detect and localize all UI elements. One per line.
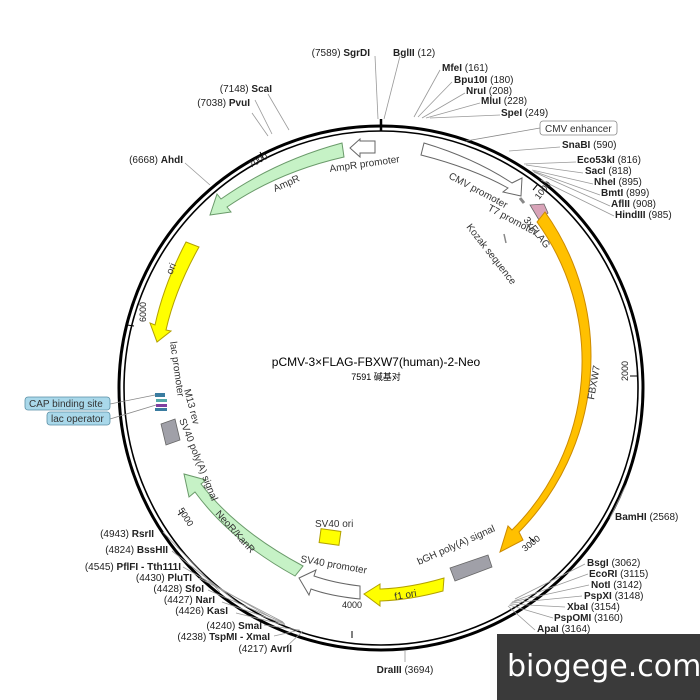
sv40-polya-box [160, 418, 181, 446]
svg-text:(4824) BssHII: (4824) BssHII [105, 545, 168, 556]
svg-text:PspOMI (3160): PspOMI (3160) [554, 613, 623, 624]
cap-callout-box [24, 396, 111, 411]
sv40-promoter-arrow [298, 569, 361, 600]
svg-text:XbaI (3154): XbaI (3154) [567, 602, 620, 613]
fbxw7-cds-arrow [499, 211, 592, 553]
lac-op-callout-line [109, 404, 157, 420]
neor-arrow [183, 473, 304, 577]
svg-text:(6668) AhdI: (6668) AhdI [129, 155, 183, 166]
svg-text:HindIII (985): HindIII (985) [615, 210, 672, 221]
svg-text:(4943) RsrII: (4943) RsrII [100, 529, 154, 540]
cap-callout-label: CAP binding site [29, 399, 103, 410]
ampr-arrow [209, 142, 345, 216]
lac-operator-mark [156, 404, 167, 407]
t7-promoter-mark [518, 197, 526, 204]
bgh-polya-box [449, 554, 493, 582]
f1-ori-label: f1 ori [394, 588, 418, 603]
svg-text:SnaBI (590): SnaBI (590) [562, 140, 616, 151]
lac-promoter-label: lac promoter [167, 341, 186, 398]
restriction-sites: (7589) SgrDI BglII (12) MfeI (161) Bpu10… [85, 48, 679, 676]
m13-mark [156, 399, 167, 402]
tick-label: 3000 [520, 533, 542, 553]
lac-op-callout-box [46, 411, 111, 426]
svg-text:NotI (3142): NotI (3142) [591, 580, 642, 591]
sv40-ori-box [318, 528, 342, 546]
tick-label: 5000 [176, 506, 195, 528]
svg-text:PspXI (3148): PspXI (3148) [584, 591, 643, 602]
cmv-promoter-arrow [420, 142, 523, 197]
svg-text:NheI (895): NheI (895) [594, 177, 642, 188]
kozak-label: Kozak sequence [464, 222, 518, 287]
ori-arrow [149, 241, 200, 343]
svg-text:(4238) TspMI - XmaI: (4238) TspMI - XmaI [177, 632, 270, 643]
svg-text:(4426) KasI: (4426) KasI [175, 606, 228, 617]
svg-text:(4240) SmaI: (4240) SmaI [206, 621, 262, 632]
svg-text:SpeI (249): SpeI (249) [501, 108, 548, 119]
map-subtitle: 7591 碱基对 [351, 371, 401, 382]
lac-promoter-mark [155, 408, 167, 411]
cap-callout-line [109, 394, 156, 405]
svg-text:SacI (818): SacI (818) [585, 166, 632, 177]
svg-text:(4217) AvrII: (4217) AvrII [238, 644, 292, 655]
tick-label: 2000 [620, 361, 630, 381]
svg-text:BmtI (899): BmtI (899) [601, 188, 649, 199]
map-title: pCMV-3×FLAG-FBXW7(human)-2-Neo [272, 355, 481, 369]
kozak-mark [503, 233, 507, 244]
sv40-ori-label: SV40 ori [315, 519, 353, 530]
svg-text:BamHI (2568): BamHI (2568) [615, 512, 678, 523]
svg-text:(4545) PflFI - Tth111I: (4545) PflFI - Tth111I [85, 562, 181, 573]
svg-text:NruI (208): NruI (208) [466, 86, 512, 97]
f1-ori-arrow [363, 577, 445, 607]
svg-text:Bpu10I (180): Bpu10I (180) [454, 75, 513, 86]
svg-text:(4427) NarI: (4427) NarI [164, 595, 215, 606]
backbone-inner [123, 130, 639, 646]
svg-text:AflII (908): AflII (908) [611, 199, 656, 210]
cmv-enhancer-label: CMV enhancer [545, 124, 612, 135]
ori-label: ori [165, 262, 179, 276]
tick-group: 1000 2000 3000 4000 5000 6000 7000 [126, 151, 638, 638]
svg-text:ApaI (3164): ApaI (3164) [537, 624, 590, 635]
svg-text:DraIII (3694): DraIII (3694) [377, 665, 434, 676]
svg-text:(7148) ScaI: (7148) ScaI [220, 84, 272, 95]
svg-text:BglII (12): BglII (12) [393, 48, 435, 59]
svg-text:EcoRI (3115): EcoRI (3115) [589, 569, 648, 580]
svg-text:(7038) PvuI: (7038) PvuI [197, 98, 250, 109]
svg-text:Eco53kI (816): Eco53kI (816) [577, 155, 641, 166]
svg-text:(4428) SfoI: (4428) SfoI [153, 584, 204, 595]
cmv-enh-callout-line [465, 127, 541, 142]
svg-text:MfeI (161): MfeI (161) [442, 63, 488, 74]
tick-label: 6000 [138, 302, 148, 322]
lac-op-callout-label: lac operator [51, 414, 104, 425]
cmv-enhancer-box [539, 120, 618, 136]
cap-site-mark [155, 393, 165, 397]
svg-text:(7589) SgrDI: (7589) SgrDI [312, 48, 371, 59]
watermark: biogege.com [497, 634, 700, 700]
svg-text:(4430) PluTI: (4430) PluTI [136, 573, 192, 584]
site-leaders [162, 55, 627, 662]
svg-text:BsgI (3062): BsgI (3062) [587, 558, 640, 569]
tick-label: 4000 [342, 600, 362, 610]
ampr-promoter-arrow [349, 137, 376, 159]
svg-text:MluI (228): MluI (228) [481, 96, 527, 107]
